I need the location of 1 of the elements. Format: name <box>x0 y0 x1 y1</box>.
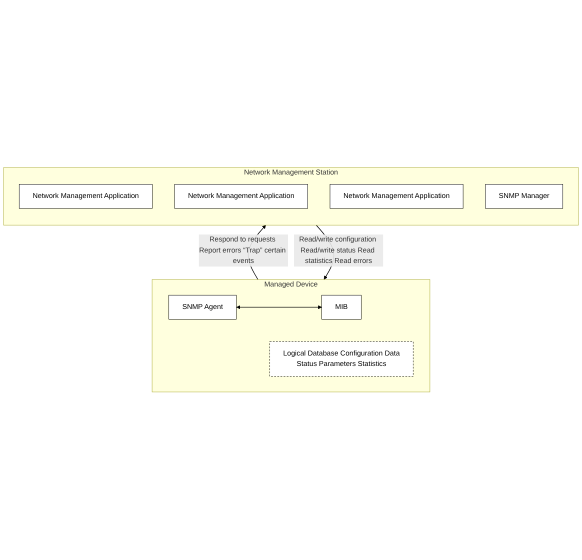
arrow <box>236 305 322 310</box>
